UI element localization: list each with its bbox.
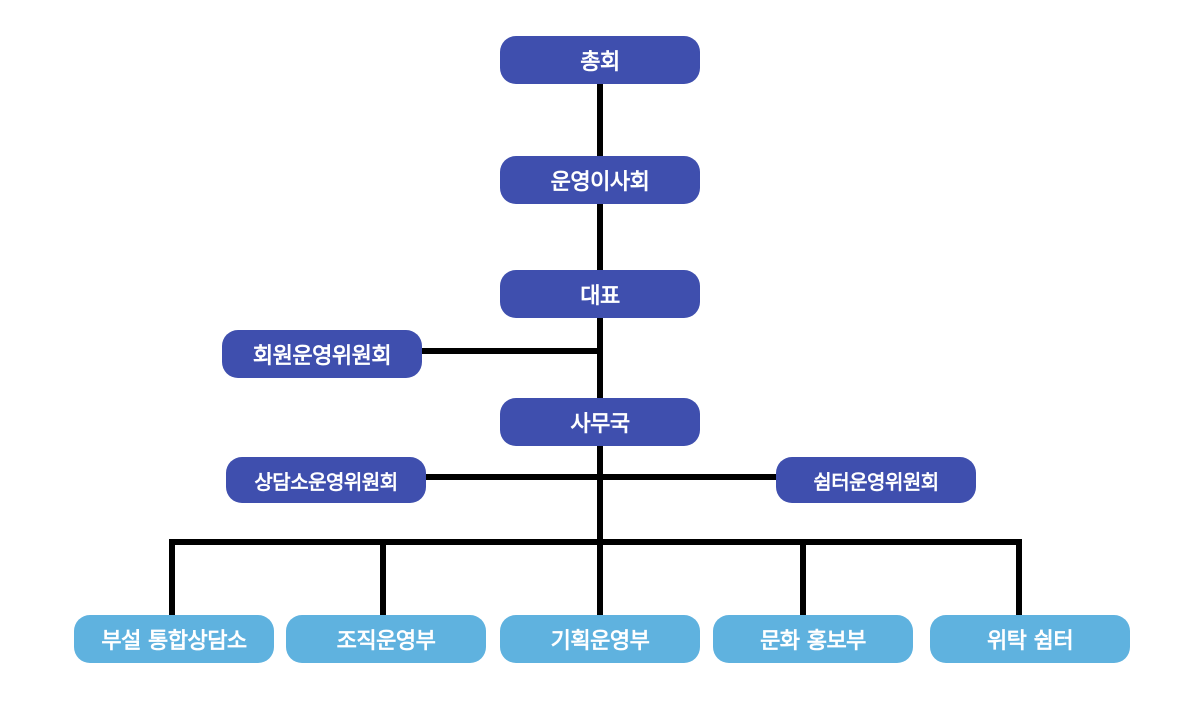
node-counseling-committee: 상담소운영위원회 <box>226 457 426 503</box>
department-node: 문화 홍보부 <box>713 615 913 663</box>
connector-dept-2 <box>380 539 386 616</box>
connector-dept-4 <box>800 539 806 616</box>
department-node: 위탁 쉼터 <box>930 615 1130 663</box>
node-member-committee: 회원운영위원회 <box>222 330 422 378</box>
department-node: 조직운영부 <box>286 615 486 663</box>
node-shelter-committee: 쉼터운영위원회 <box>776 457 976 503</box>
connector-dept-5 <box>1016 539 1022 616</box>
connector-dept-1 <box>169 539 175 616</box>
node-representative: 대표 <box>500 270 700 318</box>
connector-committees-horizontal <box>424 474 780 480</box>
department-node: 기획운영부 <box>500 615 700 663</box>
node-secretariat: 사무국 <box>500 398 700 446</box>
connector-departments-horizontal <box>169 539 1022 545</box>
connector-main-vertical <box>597 82 603 616</box>
node-general-assembly: 총회 <box>500 36 700 84</box>
department-node: 부설 통합상담소 <box>74 615 274 663</box>
connector-member-committee <box>420 348 600 354</box>
node-board: 운영이사회 <box>500 156 700 204</box>
